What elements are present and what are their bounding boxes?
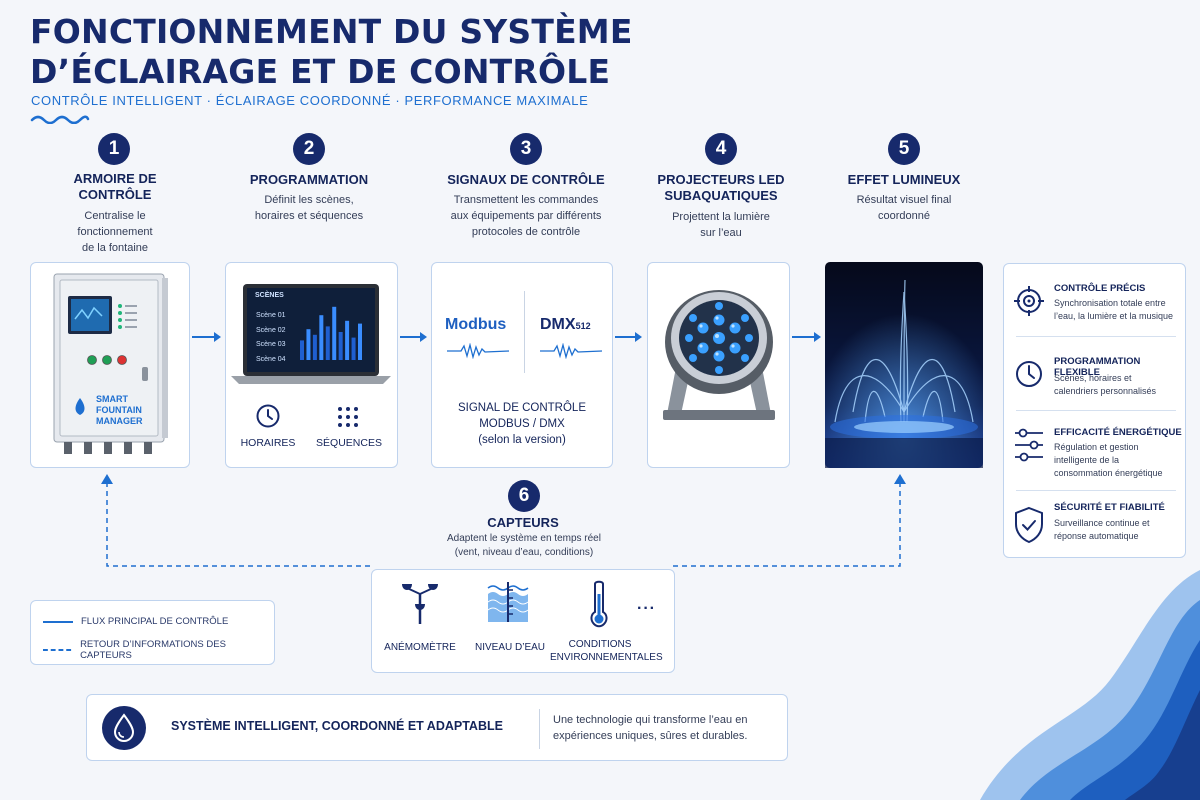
step-number-1: 1 bbox=[98, 133, 130, 165]
features-panel: CONTRÔLE PRÉCIS Synchronisation totale e… bbox=[1003, 263, 1186, 558]
laptop-bar-chart bbox=[300, 306, 362, 360]
step-number-2: 2 bbox=[293, 133, 325, 165]
laptop-bar bbox=[332, 306, 337, 360]
footer-banner: SYSTÈME INTELLIGENT, COORDONNÉ ET ADAPTA… bbox=[86, 694, 788, 761]
signal-wave-icon bbox=[447, 343, 509, 359]
sliders-icon bbox=[1015, 428, 1043, 462]
laptop-bar bbox=[345, 320, 350, 360]
scene-item: Scène 03 bbox=[256, 341, 286, 348]
led-projector-image bbox=[663, 290, 775, 420]
arrow-2-3 bbox=[400, 332, 427, 342]
wave-icon bbox=[30, 115, 90, 124]
signal-card bbox=[431, 262, 613, 468]
control-cabinet-image bbox=[53, 273, 168, 454]
step-number-4: 4 bbox=[705, 133, 737, 165]
signal-divider bbox=[524, 291, 525, 373]
sensors-desc: Adaptent le système en temps réel(vent, … bbox=[447, 533, 601, 558]
step-title-2: PROGRAMMATION bbox=[249, 172, 369, 187]
step-number-5: 5 bbox=[888, 133, 920, 165]
fountain-light-image bbox=[825, 262, 983, 468]
page-subtitle: CONTRÔLE INTELLIGENT · ÉCLAIRAGE COORDON… bbox=[31, 93, 589, 108]
scene-item: Scène 01 bbox=[256, 312, 286, 319]
clock-icon bbox=[256, 404, 280, 428]
step-title-5: EFFET LUMINEUX bbox=[847, 172, 961, 187]
separator bbox=[1016, 336, 1176, 337]
legend: FLUX PRINCIPAL DE CONTRÔLE RETOUR D’INFO… bbox=[30, 600, 275, 665]
anemometer-icon bbox=[402, 584, 438, 624]
dmx-label: DMX512 bbox=[540, 316, 591, 333]
step-number-6: 6 bbox=[508, 480, 540, 512]
laptop-bar bbox=[300, 340, 304, 360]
legend-main-flow: FLUX PRINCIPAL DE CONTRÔLE bbox=[43, 616, 229, 627]
footer-title: SYSTÈME INTELLIGENT, COORDONNÉ ET ADAPTA… bbox=[171, 719, 503, 733]
footer-divider bbox=[539, 709, 540, 749]
page-title: FONCTIONNEMENT DU SYSTÈME D’ÉCLAIRAGE ET… bbox=[30, 12, 633, 91]
clock-icon bbox=[1016, 361, 1042, 387]
wave-decoration bbox=[980, 570, 1200, 800]
arrow-1-2 bbox=[192, 332, 221, 342]
legend-sensor-feedback: RETOUR D’INFORMATIONS DES CAPTEURS bbox=[43, 639, 226, 661]
step-title-3: SIGNAUX DE CONTRÔLE bbox=[447, 172, 605, 187]
signal-wave-icon bbox=[540, 343, 602, 359]
arrow-4-5 bbox=[792, 332, 821, 342]
modbus-label: Modbus bbox=[445, 316, 507, 333]
laptop-bar bbox=[358, 323, 362, 360]
laptop-bar bbox=[325, 326, 330, 360]
scene-item: Scène 02 bbox=[256, 326, 286, 334]
sensor-feedback-lines bbox=[101, 474, 906, 567]
laptop-bar bbox=[338, 332, 343, 360]
water-level-label: NIVEAU D’EAU bbox=[474, 642, 545, 653]
separator bbox=[1016, 490, 1176, 491]
laptop-bar bbox=[312, 334, 317, 360]
arrow-3-4 bbox=[615, 332, 642, 342]
laptop-header: SCÈNES bbox=[255, 292, 284, 299]
shield-icon bbox=[1015, 506, 1043, 544]
scene-item: Scène 04 bbox=[256, 355, 286, 363]
water-level-icon bbox=[487, 582, 529, 622]
schedule-label: HORAIRES bbox=[240, 437, 296, 449]
sensors-title: CAPTEURS bbox=[487, 515, 559, 530]
separator bbox=[1016, 410, 1176, 411]
laptop-image bbox=[231, 284, 391, 384]
thermometer-icon bbox=[590, 580, 608, 628]
target-icon bbox=[1014, 286, 1044, 316]
laptop-bar bbox=[306, 329, 311, 360]
grid-icon bbox=[338, 407, 358, 427]
laptop-scene-list: Scène 01 Scène 02 Scène 03 Scène 04 bbox=[256, 309, 286, 367]
step-desc-2: Définit les scènes,horaires et séquences bbox=[254, 194, 364, 222]
anemometer-label: ANÉMOMÈTRE bbox=[384, 642, 456, 653]
more-sensors-icon: ··· bbox=[637, 600, 656, 617]
step-number-3: 3 bbox=[510, 133, 542, 165]
laptop-bar bbox=[351, 337, 356, 360]
sequences-label: SÉQUENCES bbox=[316, 437, 382, 449]
water-drop-icon bbox=[102, 706, 146, 750]
laptop-bar bbox=[319, 315, 324, 360]
